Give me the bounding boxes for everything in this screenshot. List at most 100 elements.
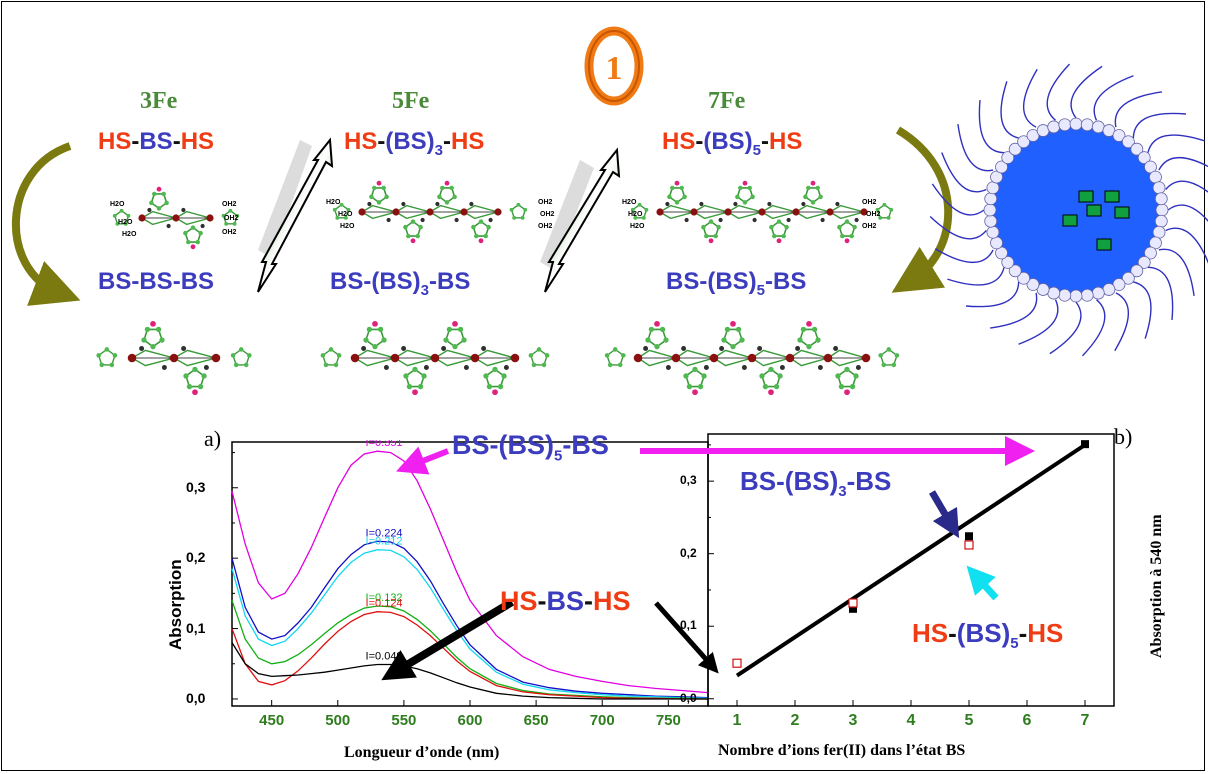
water-label: H2O <box>630 223 645 230</box>
molecule-7fe-hs-atom-dark <box>684 217 689 223</box>
molecule-structures <box>96 180 900 396</box>
molecule-3fe-hs-atom <box>195 239 200 245</box>
molecule-5fe-hs-fe-atom <box>426 208 434 216</box>
molecule-5fe-bs-atom <box>483 373 489 379</box>
molecule-7fe-bs-atom-dark <box>779 365 785 370</box>
molecule-3fe-bs-atom <box>144 326 151 333</box>
surfactant-head <box>1017 271 1031 285</box>
molecule-5fe-hs-atom-dark <box>469 201 474 207</box>
molecule-7fe-bs-atom <box>777 373 783 379</box>
molecule-3fe-hs-atom-dark <box>166 223 171 229</box>
molecule-3fe-hs-atom <box>221 213 226 218</box>
molecule-7fe-hs-atom <box>886 215 891 220</box>
molecule-5fe-hs-atom <box>376 200 382 205</box>
molecule-5fe-hs-atom-dark <box>488 217 493 223</box>
state-3fe-hs: HS-BS-HS <box>98 128 215 155</box>
molecule-5fe-hs-atom <box>381 185 386 191</box>
molecule-7fe-bs-atom <box>853 373 859 379</box>
molecule-7fe-bs-atom-dark <box>681 346 687 351</box>
molecule-3fe-bs-atom <box>155 326 162 333</box>
chart-a-ytick-label: 0,1 <box>186 619 206 636</box>
surfactant-tail <box>1165 180 1208 193</box>
molecule-7fe-hs-atom-dark <box>801 201 806 207</box>
surfactant-tail <box>941 152 987 193</box>
molecule-5fe-bs-fe-atom <box>470 353 480 363</box>
chart-a-xlabel: Longueur d’onde (nm) <box>344 744 500 761</box>
molecule-5fe-bs-fe-atom <box>510 353 520 363</box>
molecule-3fe-bs-atom <box>192 366 198 373</box>
molecule-5fe-bs-atom <box>446 326 453 333</box>
molecule-7fe-hs-atom-dark <box>820 217 825 223</box>
stair-shadow-1 <box>258 140 312 258</box>
annotation-bs3: BS-(BS)3-BS <box>740 466 892 501</box>
molecule-5fe-bs-atom <box>323 362 329 368</box>
molecule-5fe-bs-atom <box>541 362 547 368</box>
surfactant-head <box>1102 124 1116 137</box>
surfactant-head <box>1001 151 1015 165</box>
surfactant-head <box>995 160 1008 174</box>
molecule-7fe-bs-atom <box>838 383 845 390</box>
molecule-7fe-hs-atom <box>716 224 721 230</box>
molecule-3fe-hs-atom <box>152 191 157 197</box>
water-label: OH2 <box>222 229 237 236</box>
chain-marker <box>1078 190 1094 203</box>
stair-shadow-2 <box>540 160 594 270</box>
molecule-5fe-hs-atom-dark <box>386 217 391 223</box>
molecule-5fe-hs-atom <box>346 207 351 212</box>
surfactant-tail <box>1114 91 1162 128</box>
surfactant-tail <box>1049 301 1082 355</box>
surfactant-head <box>1121 271 1135 285</box>
molecule-7fe-bs-fe-atom <box>709 353 719 363</box>
chart-b-ytick-label: 0,1 <box>680 618 697 633</box>
molecule-5fe-bs-fe-atom <box>350 353 360 363</box>
molecule-7fe-bs-atom <box>607 362 613 368</box>
surfactant-head <box>1137 255 1151 269</box>
molecule-7fe-bs-atom-pink <box>692 389 698 396</box>
molecule-7fe-bs-atom-pink <box>844 389 850 396</box>
chart-a-series-label: I=0.224 <box>366 527 403 539</box>
molecule-7fe-bs-atom <box>721 337 727 343</box>
molecule-5fe-hs-atom <box>523 207 528 212</box>
molecule-5fe-hs-atom <box>415 233 420 239</box>
molecule-3fe-bs-atom <box>150 343 156 350</box>
molecule-7fe-bs-fe-atom <box>633 353 643 363</box>
chart-b-point-filled <box>965 532 973 541</box>
molecule-7fe-bs-atom <box>881 362 887 368</box>
surfactant-tail <box>1023 68 1038 128</box>
molecule-5fe-bs-atom <box>497 383 504 390</box>
surfactant-tail <box>1081 299 1106 357</box>
molecule-5fe-bs-atom <box>328 347 334 352</box>
molecule-5fe-bs-atom-dark <box>401 346 407 351</box>
chart-b-xtick-label: 7 <box>1080 712 1090 729</box>
chart-a-xtick-label: 500 <box>325 712 351 729</box>
molecule-3fe-hs-atom-pink <box>156 186 162 192</box>
molecule-3fe-hs-atom <box>232 221 237 226</box>
surfactant-head <box>1036 283 1050 296</box>
molecule-7fe-hs-atom <box>803 194 808 200</box>
chart-b-xtick-label: 2 <box>790 712 800 729</box>
molecule-7fe-bs-atom <box>811 326 818 333</box>
molecule-3fe-bs-atom <box>96 353 101 358</box>
molecule-7fe-hs-atom <box>781 233 786 239</box>
molecule-3fe-bs-atom-dark <box>181 346 187 351</box>
molecule-7fe-bs-fe-atom <box>785 353 795 363</box>
molecule-5fe-hs-atom-pink <box>444 180 450 186</box>
molecule-7fe-hs-atom-dark <box>786 217 791 223</box>
water-label: OH2 <box>224 215 239 222</box>
molecule-3fe-hs-atom <box>235 213 240 218</box>
molecule-5fe-bs <box>320 320 550 396</box>
molecule-7fe-hs-atom <box>772 233 777 239</box>
chart-b-point-filled <box>849 604 857 613</box>
molecule-5fe-bs-atom <box>372 343 378 350</box>
molecule-7fe-hs-atom <box>852 224 857 230</box>
molecule-5fe-bs-atom <box>417 383 424 390</box>
molecule-7fe-bs-atom <box>891 362 897 368</box>
surfactant-tail <box>1000 81 1019 139</box>
surfactant-head <box>1144 246 1157 260</box>
surfactant-head <box>1026 278 1040 291</box>
surfactant-head <box>990 170 1003 184</box>
molecule-5fe-hs <box>332 180 528 244</box>
molecule-7fe-bs-atom <box>701 373 707 379</box>
chart-b-point-filled <box>1081 440 1089 449</box>
